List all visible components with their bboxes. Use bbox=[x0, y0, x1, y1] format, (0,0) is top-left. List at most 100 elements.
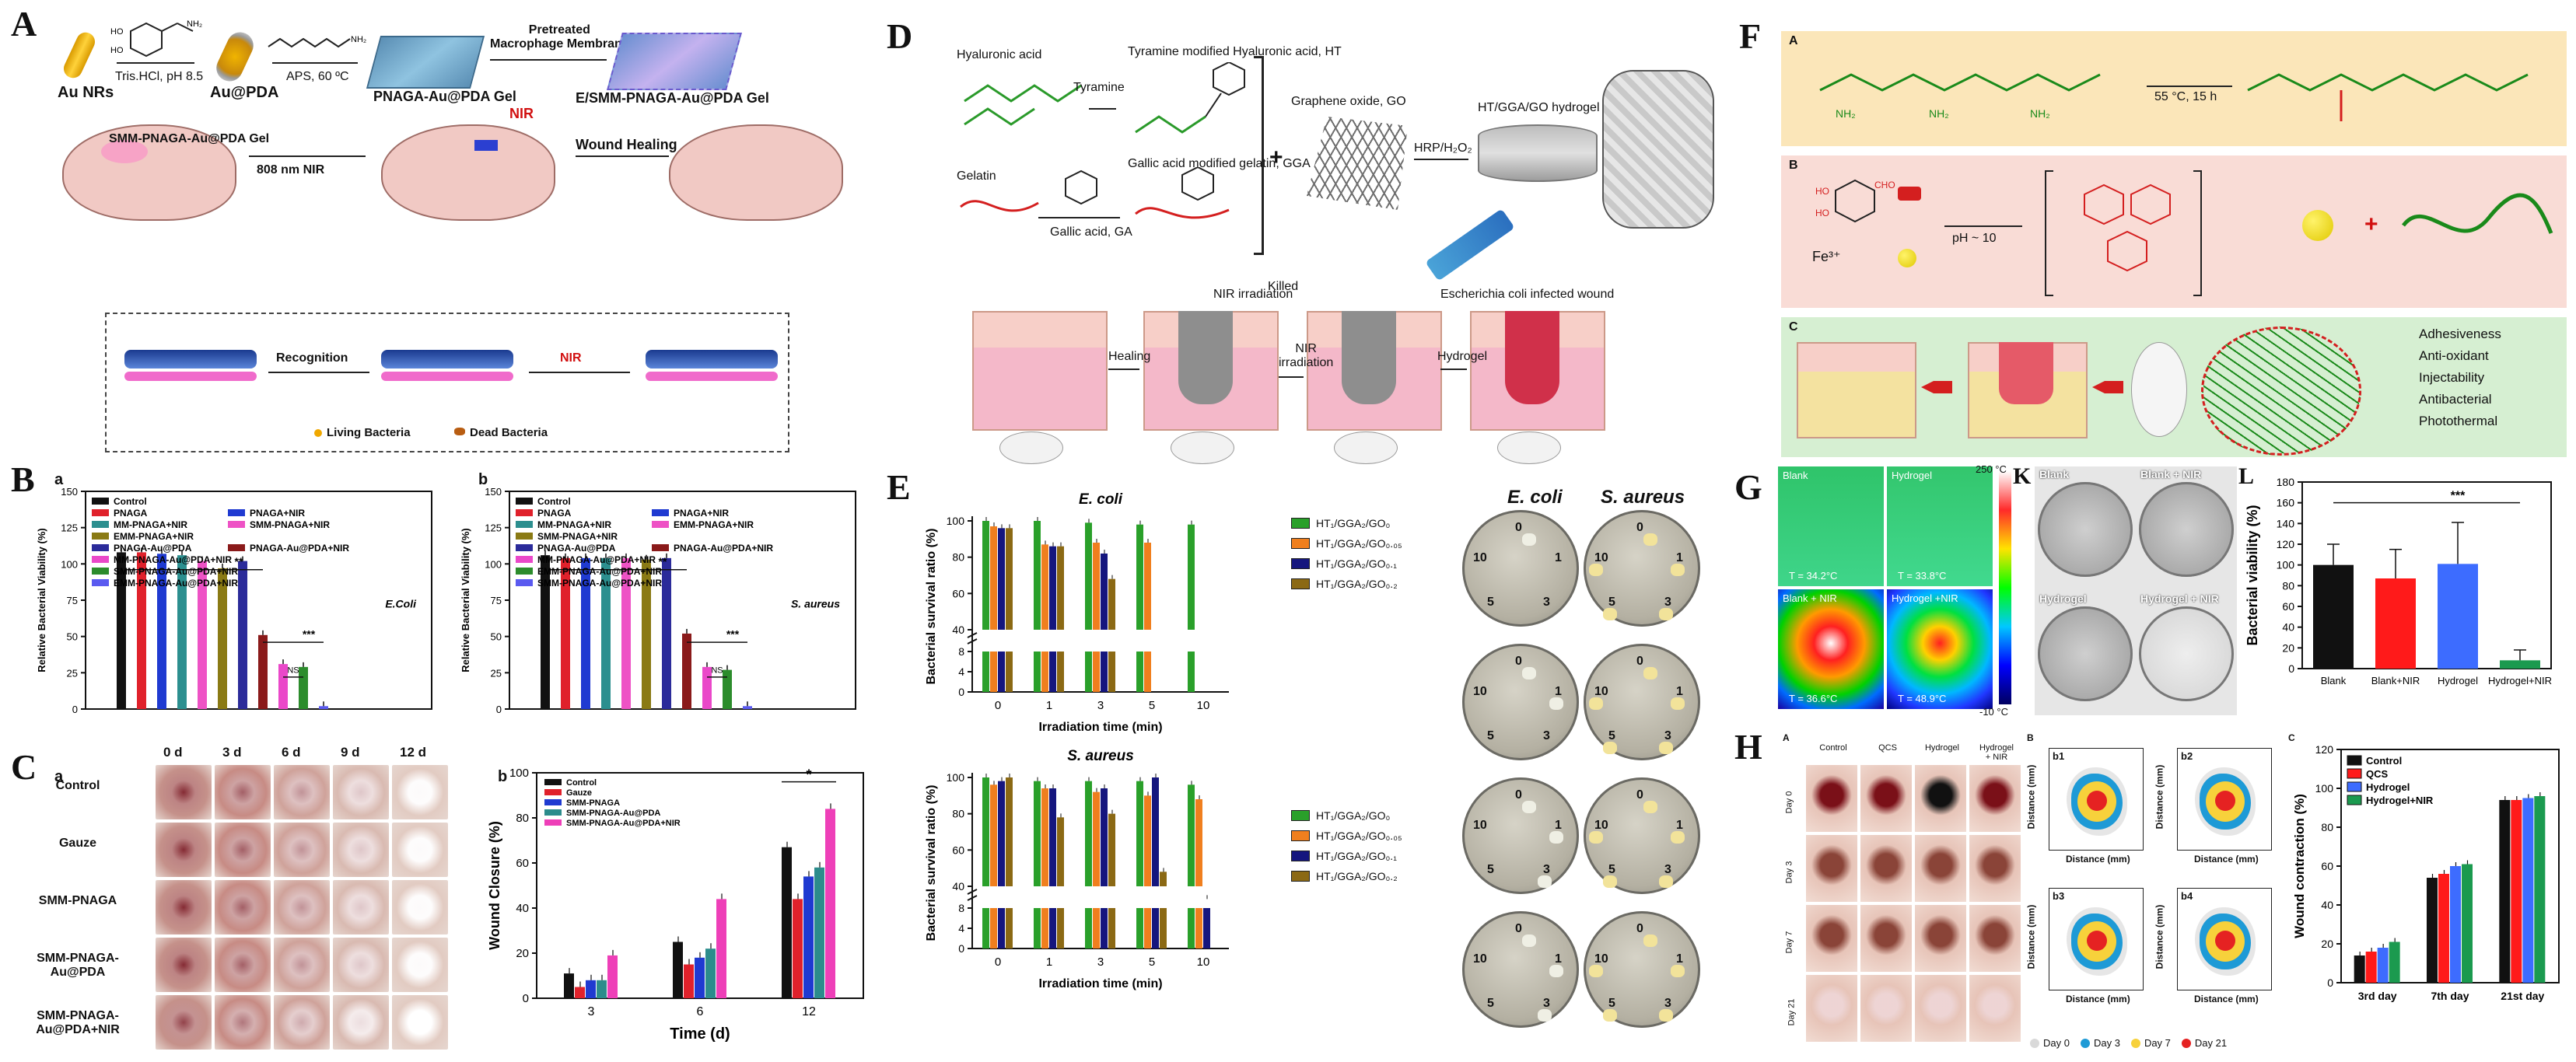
plate-sector-label: 1 bbox=[1676, 685, 1683, 698]
legend-swatch bbox=[228, 544, 245, 551]
legend-swatch bbox=[228, 509, 245, 516]
legend-swatch bbox=[544, 789, 562, 795]
svg-text:HO: HO bbox=[1815, 186, 1829, 197]
y-tick-label: 4 bbox=[958, 665, 964, 678]
bar-lower bbox=[1188, 908, 1195, 948]
bar bbox=[998, 528, 1005, 630]
bar bbox=[998, 781, 1005, 886]
nir-irr2-label: NIR irradiation bbox=[1279, 342, 1334, 369]
bar bbox=[702, 666, 712, 709]
plate-sector-label: 3 bbox=[1543, 997, 1550, 1010]
wound-photo bbox=[274, 823, 330, 877]
legend-swatch bbox=[2080, 1038, 2090, 1048]
wound-photo bbox=[215, 823, 271, 877]
legend-label: SMM-PNAGA+NIR bbox=[537, 531, 618, 542]
bar bbox=[1093, 791, 1100, 886]
property-label: Injectability bbox=[2419, 370, 2485, 385]
bar-lower bbox=[1101, 652, 1108, 692]
y-tick-label: 75 bbox=[491, 595, 502, 606]
arrow-icon bbox=[1279, 376, 1304, 378]
legend-label: PNAGA-Au@PDA+NIR bbox=[674, 543, 773, 554]
y-tick-label: 160 bbox=[2277, 497, 2295, 509]
row-label: Gauze bbox=[58, 837, 96, 850]
wound-photo bbox=[1915, 905, 1966, 972]
bar bbox=[218, 568, 227, 709]
bar bbox=[621, 557, 631, 709]
wound-photo bbox=[1806, 765, 1857, 832]
plate-sector-label: 0 bbox=[1636, 655, 1643, 668]
x-axis-label: Irradiation time (min) bbox=[1038, 977, 1162, 990]
bar bbox=[2522, 798, 2534, 983]
colony-icon bbox=[1549, 965, 1563, 977]
y-tick-label: 0 bbox=[496, 704, 502, 715]
gel-patch-icon bbox=[101, 140, 148, 163]
y-tick-label: 20 bbox=[516, 947, 529, 960]
legend-label: HT₁/GGA₂/GO₀.₂ bbox=[1316, 870, 1398, 882]
bar bbox=[2500, 660, 2540, 669]
legend-label: Day 7 bbox=[2144, 1037, 2171, 1049]
y-tick-label: 75 bbox=[67, 595, 78, 606]
gel-layer-icon bbox=[381, 350, 513, 369]
legend-swatch bbox=[1291, 518, 1310, 529]
wound-photo bbox=[156, 823, 212, 877]
y-axis-label: Wound Closure (%) bbox=[487, 821, 502, 950]
legend-row: HT₁/GGA₂/GO₀.₀₅ bbox=[1291, 826, 1402, 846]
bar bbox=[782, 847, 792, 998]
colony-icon bbox=[1538, 875, 1552, 888]
x-tick-label: 10 bbox=[1197, 699, 1210, 712]
legend-label: PNAGA bbox=[537, 508, 572, 519]
fe-complex-icon bbox=[2045, 170, 2202, 296]
colony-icon bbox=[1522, 533, 1536, 546]
chitosan-structure-icon: NH₂ NH₂ NH₂ bbox=[1819, 73, 2101, 120]
wound-trace-plot: b1 bbox=[2049, 748, 2144, 851]
wound-photo bbox=[333, 938, 389, 992]
wound-trace-plot: b2 bbox=[2177, 748, 2272, 851]
x-tick-label: 5 bbox=[1149, 699, 1155, 712]
svg-text:NH₂: NH₂ bbox=[1929, 107, 1949, 120]
bar-lower bbox=[1006, 908, 1013, 948]
rat-icon bbox=[999, 431, 1063, 464]
legend-swatch bbox=[544, 819, 562, 826]
row-label: SMM-PNAGA- Au@PDA bbox=[37, 952, 119, 979]
catechol-block-icon bbox=[1898, 187, 1921, 201]
mouse-3-icon bbox=[669, 124, 843, 221]
sig-label: ** bbox=[235, 555, 243, 568]
bar bbox=[1006, 777, 1013, 886]
plate-sector-label: 3 bbox=[1543, 729, 1550, 742]
y-tick-label: 0 bbox=[958, 686, 964, 698]
property-label: Antibacterial bbox=[2419, 392, 2492, 407]
plate-sector-label: 10 bbox=[1594, 952, 1608, 966]
bar bbox=[723, 669, 732, 709]
legend-label: PNAGA bbox=[114, 508, 148, 519]
legend-label: Day 0 bbox=[2043, 1037, 2070, 1049]
colony-icon bbox=[1659, 742, 1673, 754]
y-tick-label: 80 bbox=[952, 551, 964, 564]
wound-photo bbox=[274, 880, 330, 934]
bar-lower bbox=[1093, 652, 1100, 692]
sub-c-a: a bbox=[54, 768, 64, 785]
bar bbox=[2450, 866, 2461, 983]
svg-text:NH₂: NH₂ bbox=[1836, 107, 1856, 120]
thermal-temp: T = 48.9°C bbox=[1898, 693, 1947, 704]
col-label: Control bbox=[1819, 743, 1847, 753]
x-tick-label: 0 bbox=[995, 955, 1001, 969]
ns-label: NS bbox=[711, 665, 723, 675]
bar bbox=[238, 561, 247, 709]
bar bbox=[177, 555, 187, 709]
bar bbox=[575, 987, 585, 998]
ha-label: Hyaluronic acid bbox=[957, 48, 1042, 61]
bar-lower bbox=[1108, 908, 1115, 948]
y-tick-label: 60 bbox=[952, 587, 964, 599]
bar bbox=[198, 561, 207, 709]
bar bbox=[137, 552, 146, 709]
y-tick-label: 0 bbox=[72, 704, 78, 715]
hydrogel-label: Hydrogel bbox=[1437, 350, 1488, 363]
y-tick-label: 40 bbox=[2321, 899, 2333, 911]
